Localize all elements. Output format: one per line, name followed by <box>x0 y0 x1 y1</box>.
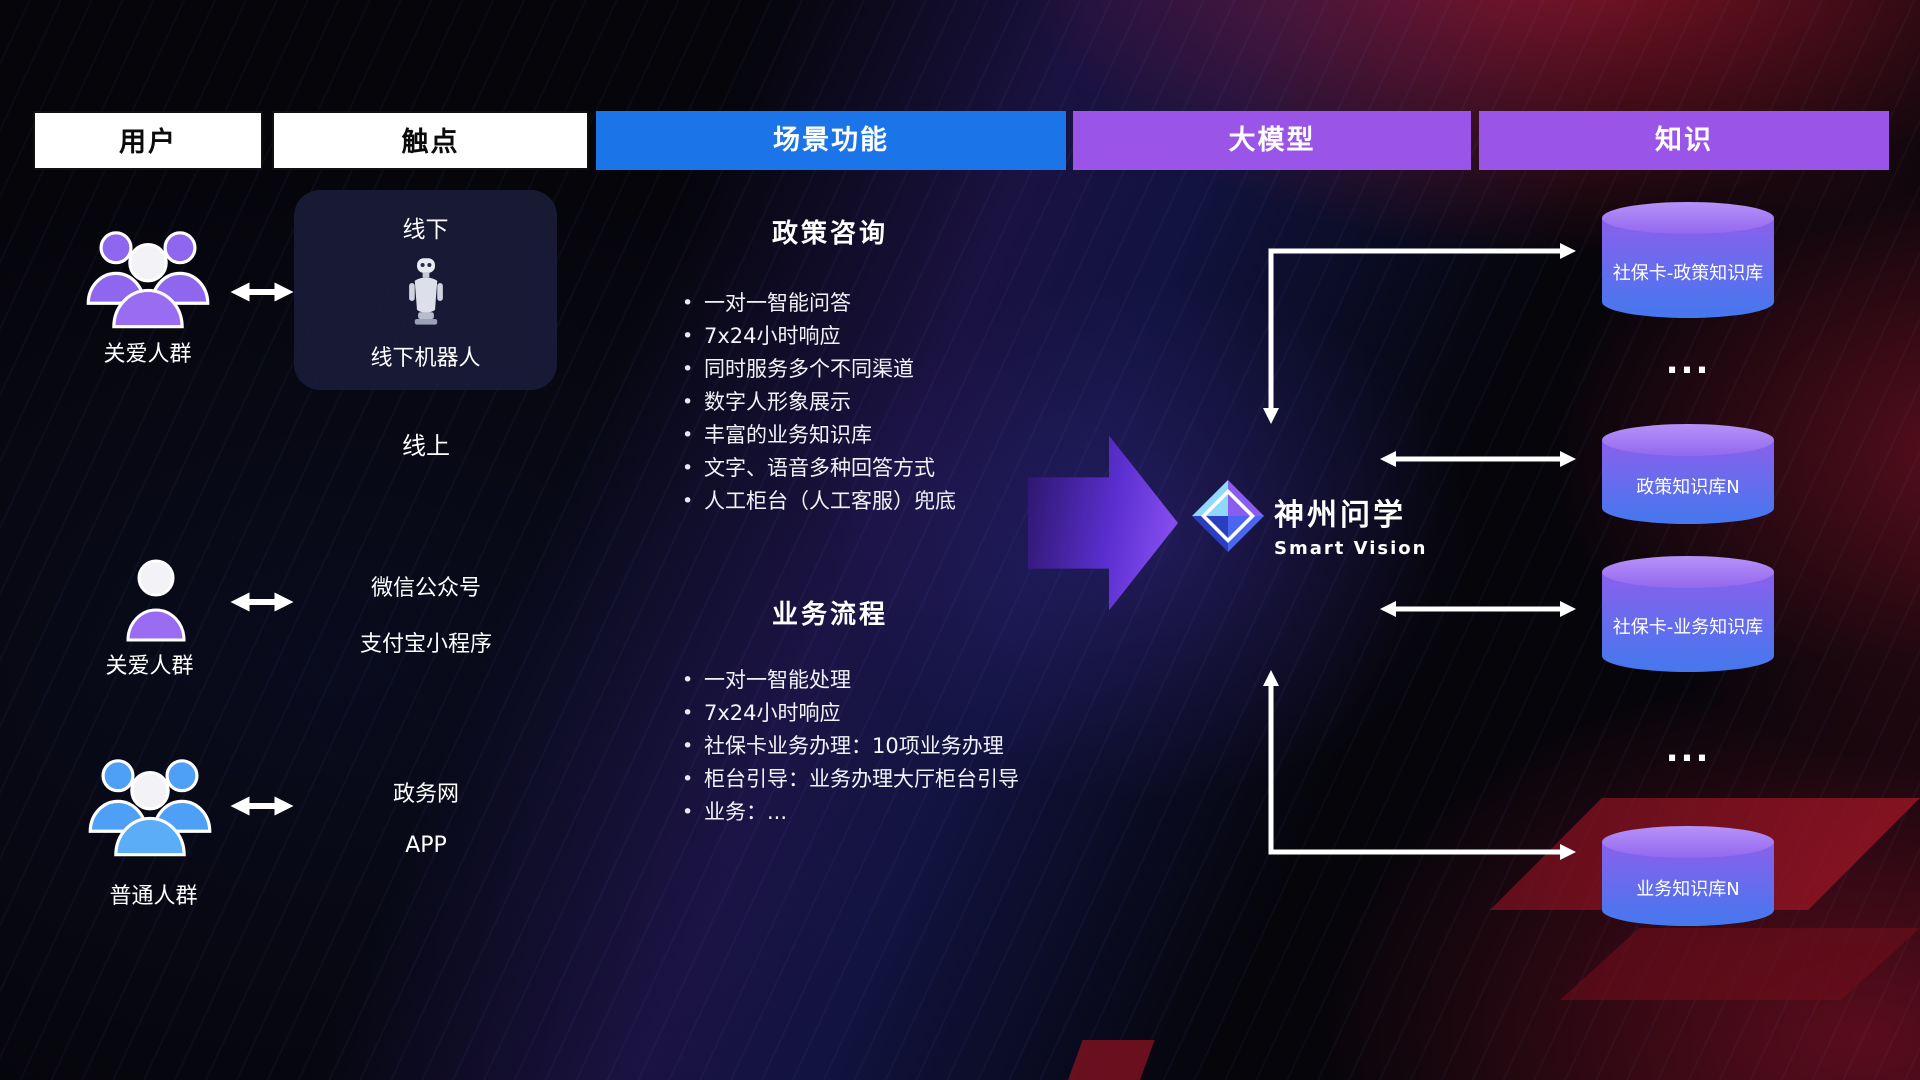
db-label: 社保卡-政策知识库 <box>1612 263 1764 284</box>
scene-title-policy: 政策咨询 <box>771 219 888 249</box>
database-icon <box>1602 424 1774 456</box>
scene-bullet-item: 柜台引导：业务办理大厅柜台引导 <box>680 769 1100 791</box>
elbow-arrow-bottom <box>1262 669 1577 861</box>
user-group-label: 关爱人群 <box>105 654 194 679</box>
model-logo-text: 神州问学 Smart Vision <box>1274 490 1427 559</box>
scene-bullet-item: 一对一智能问答 <box>680 293 1100 315</box>
database-icon <box>1602 556 1774 588</box>
db-label: 社保卡-业务知识库 <box>1612 617 1764 638</box>
scene-bullet-item: 7x24小时响应 <box>680 703 1100 725</box>
scene-bullet-item: 人工柜台（人工客服）兜底 <box>680 491 1100 513</box>
scene-bullet-item: 一对一智能处理 <box>680 670 1100 692</box>
db-label: 政策知识库N <box>1636 477 1740 498</box>
scene-bullet-item: 业务：... <box>680 802 1100 824</box>
offline-touchpoint-card: 线下 线下机器人 <box>294 190 557 390</box>
scene-bullet-item: 7x24小时响应 <box>680 326 1100 348</box>
channel-gov-web: 政务网 <box>392 782 459 807</box>
knowledge-db-cylinder: 社保卡-政策知识库 <box>1602 202 1774 318</box>
scene-bullet-item: 社保卡业务办理：10项业务办理 <box>680 736 1100 758</box>
column-header-user: 用户 <box>33 111 263 170</box>
scene-bullet-item: 同时服务多个不同渠道 <box>680 359 1100 381</box>
knowledge-db-cylinder: 政策知识库N <box>1602 424 1774 524</box>
scene-bullet-item: 数字人形象展示 <box>680 392 1100 414</box>
online-title: 线上 <box>402 432 450 460</box>
user-group-label: 关爱人群 <box>103 342 192 367</box>
channel-app: APP <box>405 833 447 858</box>
offline-title: 线下 <box>402 217 449 243</box>
robot-icon <box>408 258 443 325</box>
knowledge-db-cylinder: 社保卡-业务知识库 <box>1602 556 1774 672</box>
scene-bullet-list: 一对一智能处理 7x24小时响应 社保卡业务办理：10项业务办理 柜台引导：业务… <box>680 670 1100 835</box>
elbow-arrow-top <box>1262 242 1577 425</box>
scene-bullet-item: 丰富的业务知识库 <box>680 425 1100 447</box>
channel-alipay: 支付宝小程序 <box>359 632 492 657</box>
diamond-logo-icon <box>1192 480 1264 552</box>
model-subtitle: Smart Vision <box>1274 538 1428 559</box>
user-group-label: 普通人群 <box>109 884 198 909</box>
column-header-scene: 场景功能 <box>596 111 1066 170</box>
offline-device-label: 线下机器人 <box>370 346 481 371</box>
column-header-knowledge: 知识 <box>1479 111 1889 170</box>
column-header-touchpoint: 触点 <box>272 111 589 170</box>
column-header-model: 大模型 <box>1073 111 1471 170</box>
group-people-purple-icon <box>86 231 210 329</box>
model-name: 神州问学 <box>1274 498 1406 533</box>
scene-bullet-list: 一对一智能问答 7x24小时响应 同时服务多个不同渠道 数字人形象展示 丰富的业… <box>680 293 1100 524</box>
ellipsis-more: ... <box>1665 730 1711 770</box>
database-icon <box>1602 202 1774 234</box>
ellipsis-more: ... <box>1665 342 1711 382</box>
db-label: 业务知识库N <box>1636 879 1740 900</box>
background-red-shape <box>1560 928 1920 1000</box>
group-people-blue-icon <box>88 759 212 857</box>
person-purple-icon <box>126 559 186 642</box>
scene-title-business: 业务流程 <box>771 600 888 630</box>
knowledge-db-cylinder: 业务知识库N <box>1602 826 1774 926</box>
scene-bullet-item: 文字、语音多种回答方式 <box>680 458 1100 480</box>
channel-wechat: 微信公众号 <box>370 576 481 601</box>
background-red-shape <box>1067 1040 1155 1080</box>
database-icon <box>1602 826 1774 858</box>
